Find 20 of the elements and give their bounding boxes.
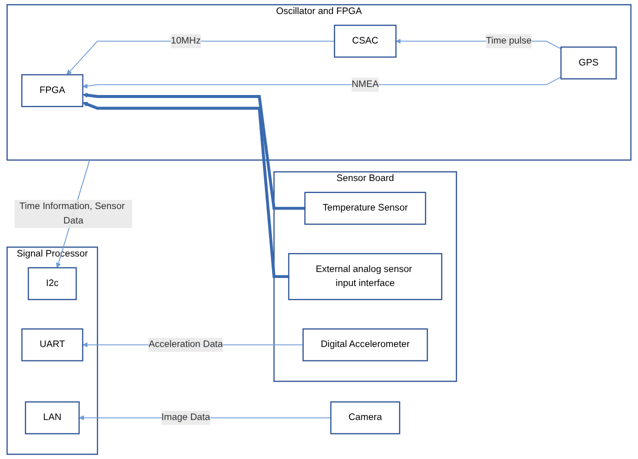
edge-label: Acceleration Data (148, 340, 223, 350)
arrow (82, 76, 562, 89)
node-box: LAN (24, 401, 80, 434)
edge-label: NMEA (352, 79, 379, 90)
edge-label: Image Data (161, 412, 210, 423)
node-box: I2c (28, 267, 77, 300)
node-box: Temperature Sensor (304, 192, 426, 225)
node-box: FPGA (21, 74, 84, 108)
node-box: UART (21, 328, 84, 362)
edge-label: Time pulse (486, 36, 532, 46)
node-box: External analog sensor input interface (288, 253, 442, 300)
node-box: Camera (330, 401, 400, 434)
node-box: CSAC (334, 24, 397, 58)
arrow (82, 92, 305, 210)
node-box: GPS (560, 46, 617, 80)
node-box: Digital Accelerometer (302, 328, 428, 362)
edge-label: Time Information, Sensor Data (19, 202, 125, 226)
edge-label: 10MHz (170, 36, 201, 46)
arrow (66, 40, 335, 75)
arrow (82, 102, 289, 278)
